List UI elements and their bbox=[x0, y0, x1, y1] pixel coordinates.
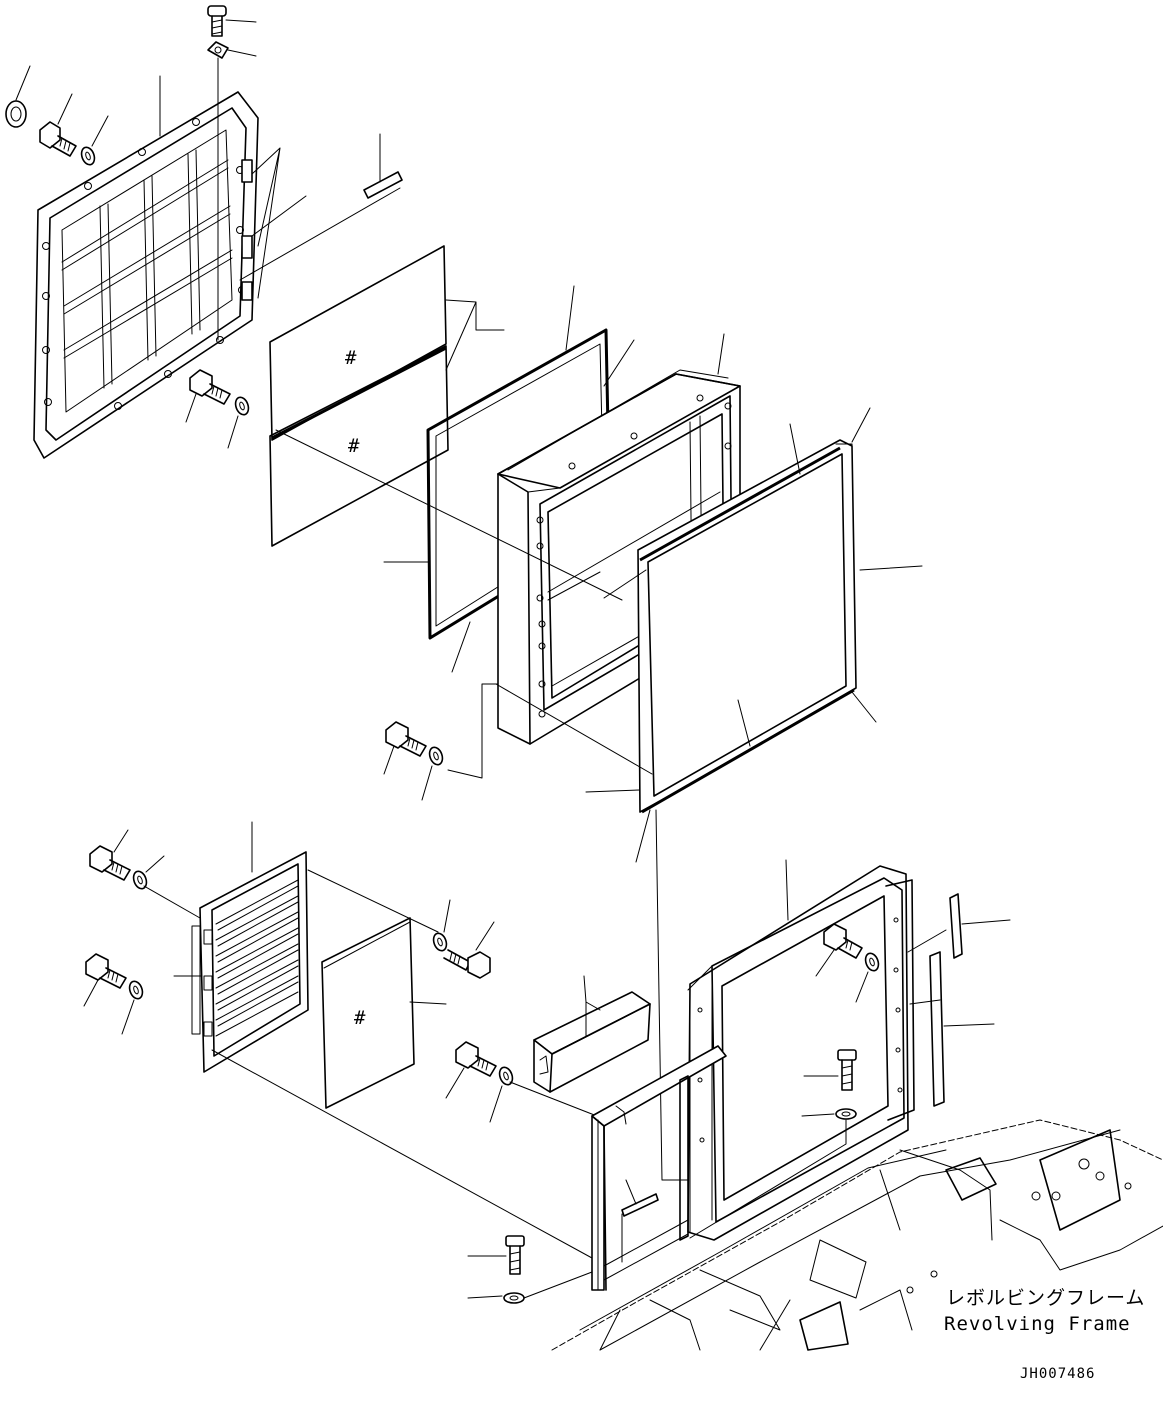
leader-line-long bbox=[239, 187, 401, 281]
assembly-line-5 bbox=[211, 1049, 593, 1259]
grommet-ring bbox=[5, 65, 31, 128]
washer-bracket bbox=[489, 1066, 514, 1123]
top-screw bbox=[207, 5, 257, 37]
leader-latch-2 bbox=[251, 195, 307, 237]
hex-bolt-frame-right bbox=[815, 923, 863, 977]
hex-bolt-louver-bottom bbox=[83, 953, 127, 1007]
front-louver-grille bbox=[173, 821, 439, 1073]
vertical-bolt-frame bbox=[689, 1049, 857, 1239]
filter-screen-lower: # bbox=[269, 345, 449, 547]
assembly-line-4 bbox=[447, 683, 499, 779]
assembly-line-6 bbox=[509, 1081, 603, 1119]
frame-label-jp: レボルビングフレーム bbox=[946, 1287, 1145, 1309]
side-screen-panel bbox=[585, 407, 923, 863]
assembly-line-2 bbox=[495, 683, 653, 775]
washer-frame-right bbox=[855, 952, 880, 1003]
hex-bolt-top-left bbox=[39, 93, 77, 157]
top-cover-grille bbox=[33, 91, 259, 459]
washer-louver-right bbox=[432, 899, 451, 952]
washer-middle bbox=[421, 746, 444, 801]
hex-bolt-louver-right bbox=[443, 921, 495, 979]
drawing-code: JH007486 bbox=[1020, 1366, 1095, 1382]
washer-louver-top bbox=[132, 855, 165, 890]
leader-latches bbox=[251, 147, 281, 299]
leader-screens bbox=[445, 299, 505, 371]
seal-strips bbox=[907, 893, 1011, 1107]
mesh-symbol-3: # bbox=[354, 1007, 366, 1029]
assembly-line-1 bbox=[275, 429, 623, 601]
revolving-frame bbox=[551, 1119, 1163, 1351]
hex-bolt-mid-left bbox=[185, 369, 231, 423]
washer-mid-left bbox=[227, 396, 250, 449]
top-clip bbox=[207, 41, 257, 341]
support-bracket bbox=[533, 975, 651, 1093]
leader-bolt-left bbox=[143, 885, 201, 919]
hex-bolt-louver-top bbox=[89, 829, 131, 881]
washer-louver-bottom bbox=[121, 980, 144, 1035]
label-plate bbox=[363, 133, 403, 199]
filter-screen-upper: # bbox=[269, 245, 447, 441]
hex-bolt-bracket bbox=[445, 1041, 497, 1099]
washer-top-left bbox=[80, 115, 109, 166]
mesh-symbol-2: # bbox=[348, 435, 360, 457]
hex-bolt-middle bbox=[383, 721, 427, 775]
lower-support-frame bbox=[591, 859, 915, 1291]
louver-screen: # bbox=[321, 917, 447, 1109]
mesh-symbol: # bbox=[345, 347, 357, 369]
frame-label-en: Revolving Frame bbox=[944, 1313, 1131, 1335]
vertical-bolt-bottom bbox=[467, 1235, 593, 1304]
